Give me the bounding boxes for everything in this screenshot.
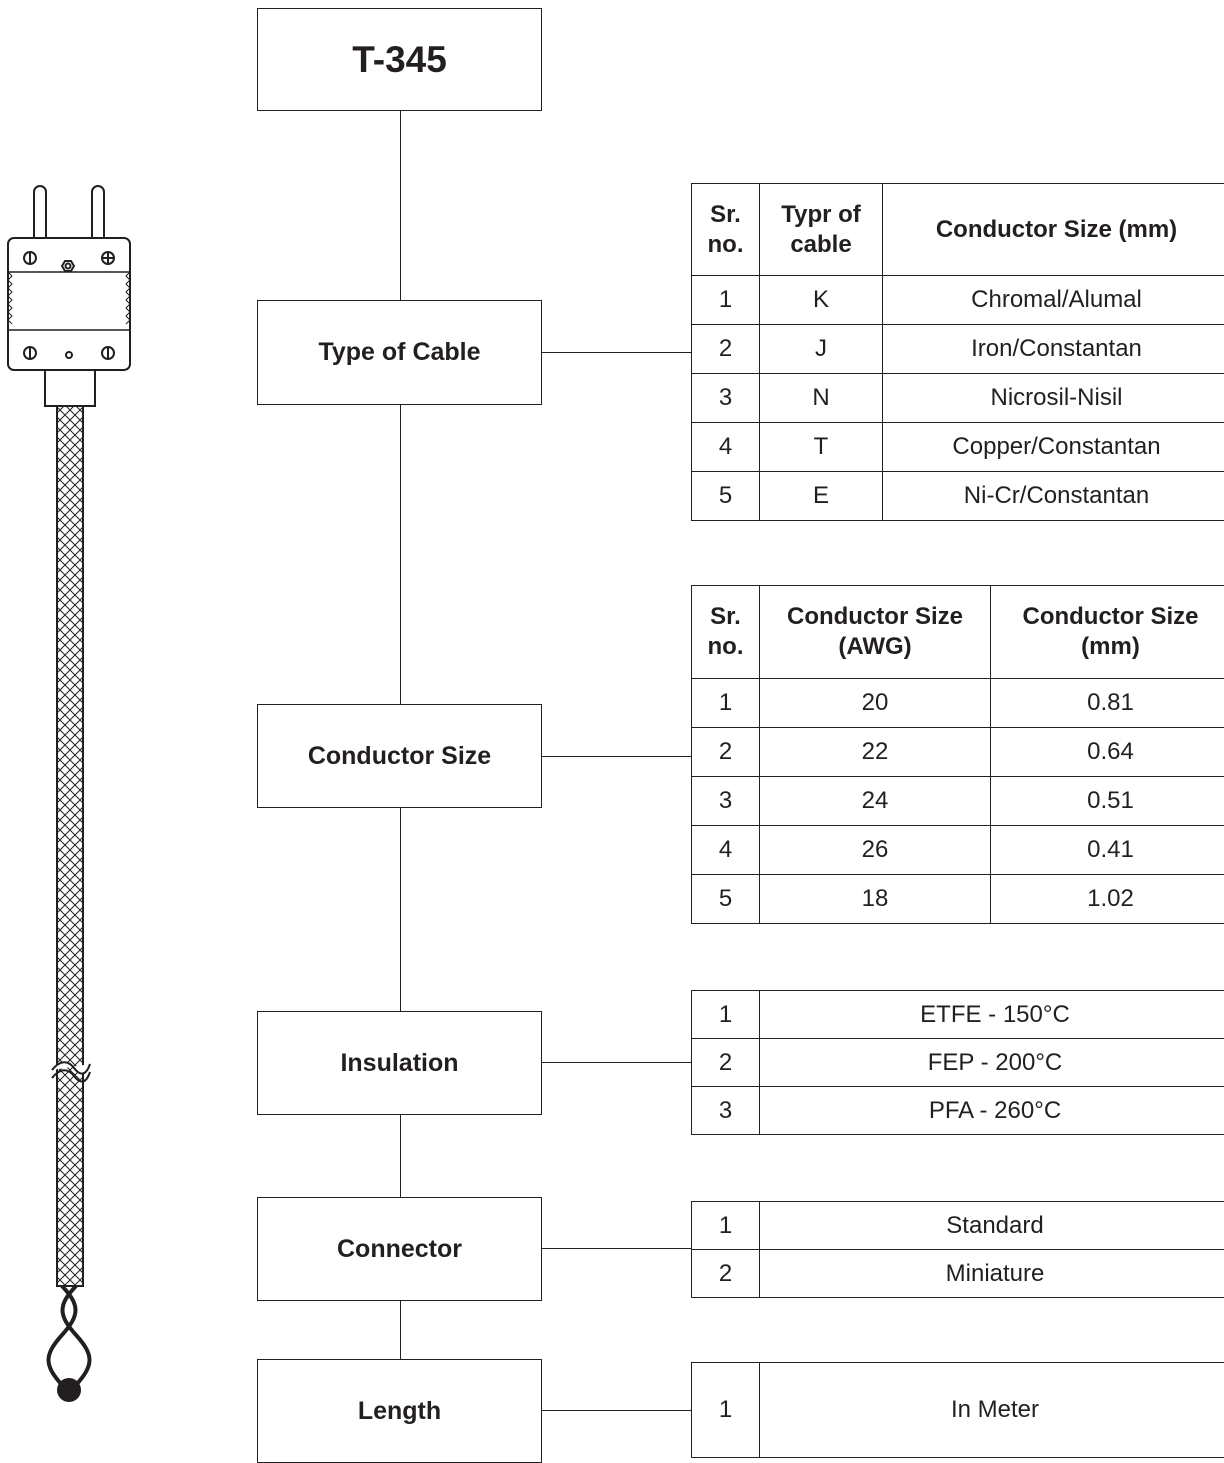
- connector-collar: [45, 370, 95, 406]
- thermocouple-illustration: [0, 180, 140, 1410]
- type-of-cable-box: Type of Cable: [257, 300, 542, 405]
- cable-type-table: Sr. no. Typr of cable Conductor Size (mm…: [691, 183, 1224, 521]
- conductor-size-table: Sr. no. Conductor Size (AWG) Conductor S…: [691, 585, 1224, 924]
- header-type-of-cable: Typr of cable: [760, 184, 883, 276]
- conductor-size-box: Conductor Size: [257, 704, 542, 808]
- header-sr-no: Sr. no.: [692, 184, 760, 276]
- junction-bead: [57, 1378, 81, 1402]
- header-conductor-size-mm: Conductor Size (mm): [883, 184, 1224, 276]
- length-box: Length: [257, 1359, 542, 1463]
- twisted-wires: [49, 1286, 90, 1385]
- connector-box: Connector: [257, 1197, 542, 1301]
- braided-cable: [57, 406, 83, 1286]
- insulation-box: Insulation: [257, 1011, 542, 1115]
- header-conductor-size-awg: Conductor Size (AWG): [760, 586, 991, 679]
- header-sr-no: Sr. no.: [692, 586, 760, 679]
- header-conductor-size-mm: Conductor Size (mm): [991, 586, 1224, 679]
- connector-pins: [34, 186, 104, 240]
- model-title: T-345: [257, 8, 542, 111]
